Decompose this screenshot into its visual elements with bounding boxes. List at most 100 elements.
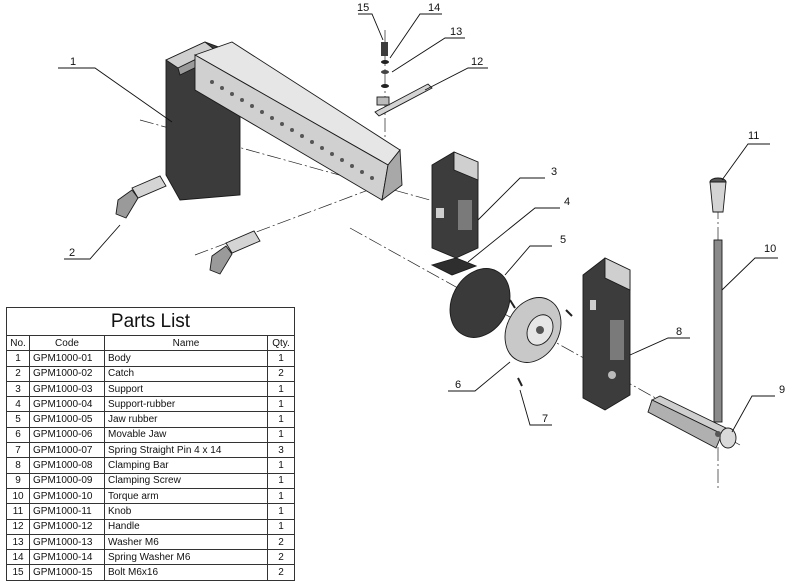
row-name: Washer M6 <box>104 533 268 551</box>
row-code: GPM1000-02 <box>29 365 105 382</box>
parts-list-header-row: No. Code Name Qty. <box>6 334 295 352</box>
spring-pin-parts <box>509 299 573 387</box>
row-name: Body <box>104 350 268 367</box>
row-name: Support <box>104 380 268 398</box>
row-code: GPM1000-08 <box>29 457 105 474</box>
row-code: GPM1000-10 <box>29 487 105 505</box>
row-name: Spring Washer M6 <box>104 549 268 566</box>
row-name: Jaw rubber <box>104 411 268 428</box>
clamping-bar-part <box>582 257 631 411</box>
row-code: GPM1000-11 <box>29 503 105 520</box>
row-no: 8 <box>6 457 30 474</box>
body-part <box>165 41 403 202</box>
row-no: 3 <box>6 380 30 398</box>
row-code: GPM1000-05 <box>29 411 105 428</box>
row-name: Clamping Bar <box>104 457 268 474</box>
parts-list-title: Parts List <box>6 307 295 336</box>
row-no: 15 <box>6 564 30 581</box>
row-name: Clamping Screw <box>104 472 268 489</box>
row-qty: 1 <box>267 411 295 428</box>
row-no: 7 <box>6 442 30 459</box>
torque-arm-part <box>713 239 723 423</box>
leader-lines <box>58 13 778 433</box>
row-qty: 2 <box>267 365 295 382</box>
row-no: 5 <box>6 411 30 428</box>
header-qty: Qty. <box>267 334 295 352</box>
row-no: 14 <box>6 549 30 566</box>
row-no: 6 <box>6 426 30 444</box>
row-qty: 2 <box>267 549 295 566</box>
support-part <box>431 151 479 259</box>
row-qty: 1 <box>267 380 295 398</box>
row-qty: 1 <box>267 350 295 367</box>
movable-jaw-part <box>504 297 562 363</box>
row-qty: 3 <box>267 442 295 459</box>
callout-5: 5 <box>560 234 566 246</box>
row-code: GPM1000-03 <box>29 380 105 398</box>
row-code: GPM1000-01 <box>29 350 105 367</box>
callout-7: 7 <box>542 413 548 425</box>
knob-part <box>709 177 727 213</box>
row-no: 4 <box>6 396 30 413</box>
callout-6: 6 <box>455 379 461 391</box>
callout-13: 13 <box>450 26 462 38</box>
row-no: 12 <box>6 518 30 535</box>
row-qty: 1 <box>267 457 295 474</box>
row-name: Torque arm <box>104 487 268 505</box>
row-qty: 1 <box>267 503 295 520</box>
callout-11: 11 <box>748 130 759 142</box>
row-qty: 1 <box>267 518 295 535</box>
row-code: GPM1000-07 <box>29 442 105 459</box>
callout-12: 12 <box>471 56 483 68</box>
row-qty: 2 <box>267 564 295 581</box>
row-name: Spring Straight Pin 4 x 14 <box>104 442 268 459</box>
row-code: GPM1000-12 <box>29 518 105 535</box>
row-code: GPM1000-15 <box>29 564 105 581</box>
row-no: 1 <box>6 350 30 367</box>
row-code: GPM1000-14 <box>29 549 105 566</box>
callout-14: 14 <box>428 2 440 14</box>
row-code: GPM1000-06 <box>29 426 105 444</box>
catch-part-lower <box>209 230 261 275</box>
row-code: GPM1000-04 <box>29 396 105 413</box>
callout-9: 9 <box>779 384 785 396</box>
callout-3: 3 <box>551 166 557 178</box>
row-name: Bolt M6x16 <box>104 564 268 581</box>
row-qty: 1 <box>267 487 295 505</box>
row-qty: 2 <box>267 533 295 551</box>
support-rubber-part <box>430 257 478 276</box>
header-name: Name <box>104 334 268 352</box>
row-code: GPM1000-13 <box>29 533 105 551</box>
row-name: Catch <box>104 365 268 382</box>
row-no: 2 <box>6 365 30 382</box>
row-qty: 1 <box>267 426 295 444</box>
catch-part-upper <box>115 175 167 219</box>
callout-15: 15 <box>357 2 369 14</box>
jaw-rubber-part <box>449 268 511 338</box>
row-code: GPM1000-09 <box>29 472 105 489</box>
callout-10: 10 <box>764 243 776 255</box>
row-name: Movable Jaw <box>104 426 268 444</box>
callout-2: 2 <box>69 247 75 259</box>
row-qty: 1 <box>267 396 295 413</box>
row-name: Support-rubber <box>104 396 268 413</box>
callout-4: 4 <box>564 196 570 208</box>
